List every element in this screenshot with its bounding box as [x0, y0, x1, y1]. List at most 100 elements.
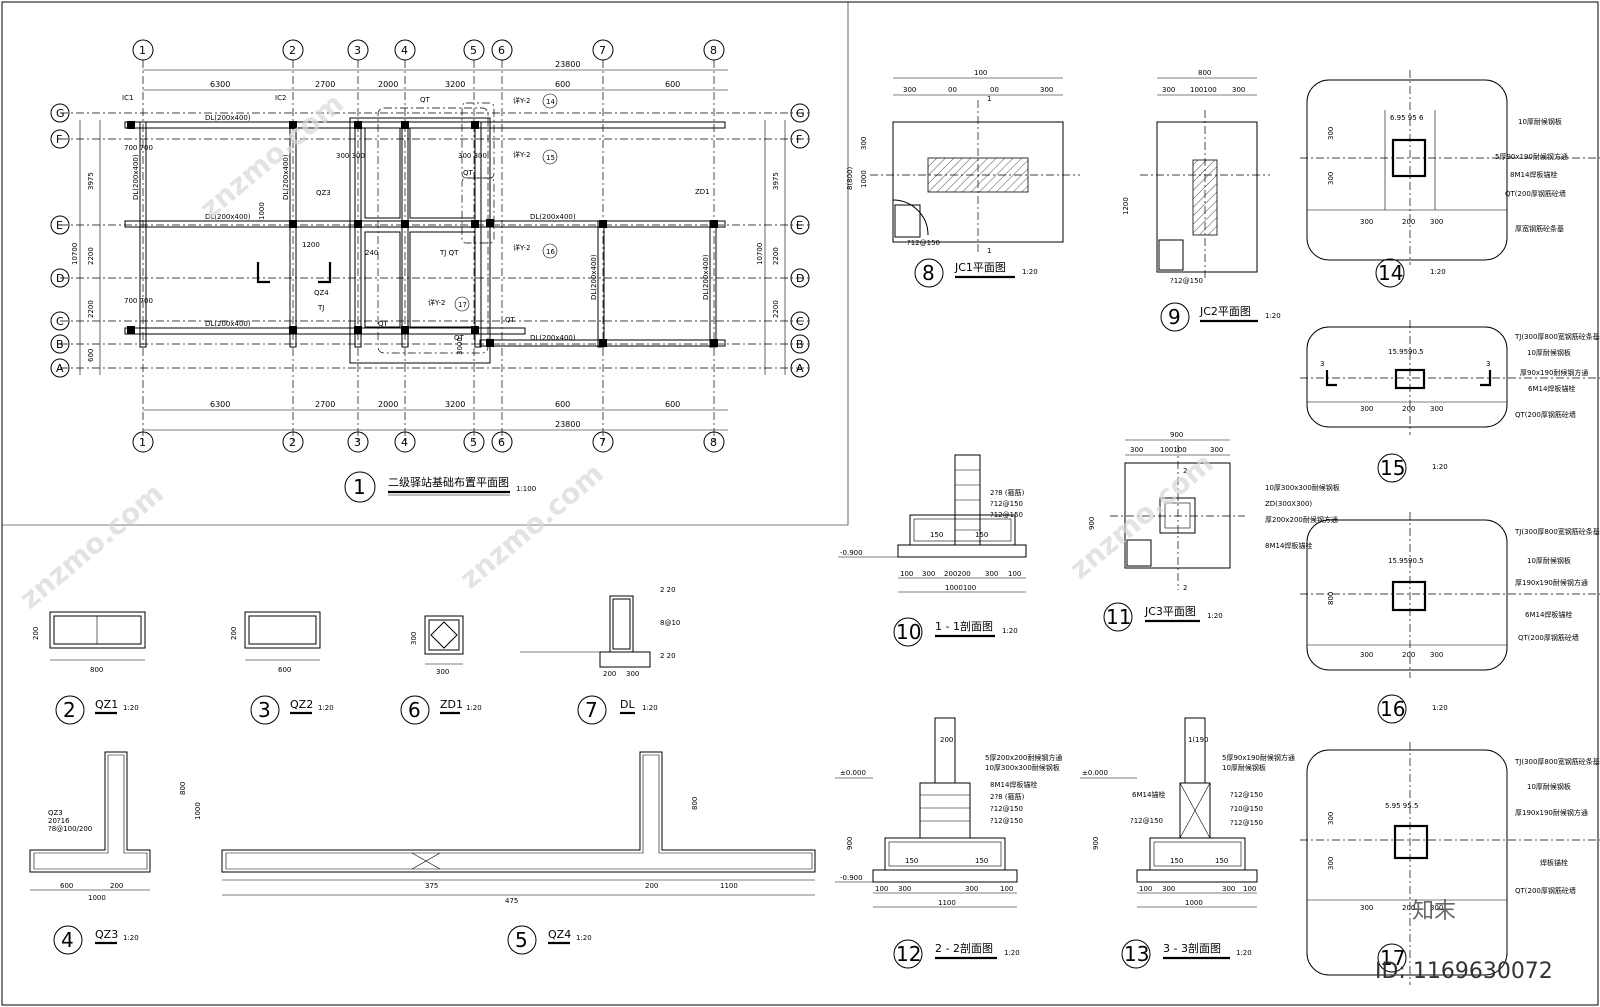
plan-label-dl-1: DL(200x400) [205, 114, 251, 122]
grid-axis-bubble [132, 39, 154, 61]
plan-frame-divider [2, 2, 849, 526]
s22-number: 12 [896, 942, 921, 966]
grid-axis-bubble [592, 431, 614, 453]
jc2-number: 9 [1168, 305, 1181, 329]
plan-axis-label-y: B [796, 338, 804, 351]
d17-note-4: 焊板锚栓 [1540, 858, 1568, 867]
plan-callout-17-num: 17 [458, 301, 467, 309]
plan-axis-label-x: 8 [710, 44, 717, 57]
d14-note-5: 厚宽钢筋砼条基 [1515, 224, 1564, 233]
s33-note-7: ?12@150 [1230, 819, 1263, 827]
s22-dim-total: 1100 [938, 899, 956, 907]
plan-axis-label-y: F [56, 133, 62, 146]
d14-note-2: 5厚90x190耐候钢方通 [1495, 152, 1568, 161]
jc2-dim-top: 800 [1198, 69, 1211, 77]
detail-17: 300 200 300 5.95 95.5 300 300 TJ(300厚800… [1300, 742, 1600, 985]
s33-150-left: 150 [1170, 857, 1183, 865]
jc3-note-4: 8M14焊板锚栓 [1265, 541, 1312, 550]
d15-scale: 1:20 [1432, 463, 1448, 471]
qz3-note-2: 20?16 [48, 817, 70, 825]
plan-column [471, 220, 479, 228]
plan-label-dl-5: DL(200x400) [530, 334, 576, 342]
detail-jc2: 800 300 100100 300 1200 ?12@150 9 JC2平面图… [1122, 69, 1281, 332]
qz2-name: QZ2 [290, 698, 313, 711]
plan-label-dl-9: DL(200x400) [702, 254, 710, 300]
plan-column [289, 220, 297, 228]
plan-axis-label-x: 6 [498, 436, 505, 449]
watermark-site-1: znzmo.com [13, 477, 169, 616]
plan-dim-top-5: 600 [555, 80, 570, 89]
plan-label-ic2: IC2 [275, 94, 286, 102]
plan-callout-y14: 详Y-2 [513, 96, 530, 105]
grid-axis-bubble [592, 39, 614, 61]
plan-callout-y15: 详Y-2 [513, 150, 530, 159]
plan-axis-label-x: 8 [710, 436, 717, 449]
dl-name: DL [620, 698, 635, 711]
plan-column [401, 220, 409, 228]
dl-note-bottom: 2 20 [660, 652, 676, 660]
d15-note-3: 厚90x190耐候钢方通 [1520, 368, 1588, 377]
d17-note-3: 厚190x190耐候钢方通 [1515, 808, 1588, 817]
d14-dim-top: 6.95 95 6 [1390, 114, 1424, 122]
grid-axis-bubble [703, 39, 725, 61]
s33-note-4: ?12@150 [1230, 791, 1263, 799]
jc1-dim-1: 300 [903, 86, 916, 94]
qz4-dim-2: 200 [645, 882, 658, 890]
s33-dim-3: 300 [1222, 885, 1235, 893]
grid-axis-bubble [463, 431, 485, 453]
s22-note-2: 10厚300x300耐候钢板 [985, 763, 1060, 772]
plan-column [599, 220, 607, 228]
qz4-dim-total: 475 [505, 897, 518, 905]
jc3-note-1: 10厚300x300耐候钢板 [1265, 483, 1340, 492]
plan-axis-label-x: 7 [599, 44, 606, 57]
d16-dim-2: 200 [1402, 651, 1415, 659]
detail-jc1: 100 300 00 00 300 300 1000 8(800) ?12@15… [846, 69, 1080, 288]
plan-column [486, 339, 494, 347]
grid-axis-bubble [790, 311, 810, 331]
plan-axis-label-y: D [796, 272, 804, 285]
d14-dim-side-2: 300 [1327, 172, 1335, 185]
detail-qz3: 600 200 1000 800 1000 QZ3 20?16 ?8@100/2… [29, 751, 202, 955]
qz3-number: 4 [61, 928, 74, 952]
qz3-note-3: ?8@100/200 [48, 825, 92, 833]
d17-dim-2: 200 [1402, 904, 1415, 912]
qz2-scale: 1:20 [318, 704, 334, 712]
s33-note-6: ?10@150 [1230, 805, 1263, 813]
jc1-dim-3: 00 [990, 86, 999, 94]
plan-label-dl-4: DL(200x400) [530, 213, 576, 221]
plan-axis-label-x: 3 [354, 44, 361, 57]
s33-dim-height: 900 [1092, 837, 1100, 850]
d14-dim-2: 200 [1402, 218, 1415, 226]
plan-axis-label-x: 5 [470, 436, 477, 449]
d17-number: 17 [1380, 946, 1405, 970]
s33-scale: 1:20 [1236, 949, 1252, 957]
qz3-dim-1000: 1000 [194, 802, 202, 820]
plan-dim-top-2: 2700 [315, 80, 335, 89]
plan-label-qt-3: QT [378, 320, 389, 328]
s11-note-1: 2?8 (箍筋) [990, 488, 1025, 497]
s22-elev-top: ±0.000 [840, 769, 866, 777]
jc3-name: JC3平面图 [1144, 605, 1196, 618]
detail-qz1: 800 200 2 QZ1 1:20 [32, 611, 146, 725]
plan-dim-bot-3: 2000 [378, 400, 398, 409]
plan-dim-bot-5: 600 [555, 400, 570, 409]
zd1-name: ZD1 [440, 698, 463, 711]
plan-label-300-1: 300 300 [336, 152, 365, 160]
plan-label-3000: 3000 [456, 337, 464, 355]
s22-note-5: ?12@150 [990, 805, 1023, 813]
s33-note-3: 6M14锚栓 [1132, 790, 1165, 799]
plan-label-ic1: IC1 [122, 94, 133, 102]
plan-callout-16-num: 16 [546, 248, 555, 256]
detail-section-1-1: -0.900 2?8 (箍筋) ?12@150 ?12@150 150 150 … [838, 454, 1027, 647]
d17-dim-side-1: 300 [1327, 812, 1335, 825]
d15-note-1: TJ(300厚800宽钢筋砼条基 [1514, 332, 1600, 341]
detail-qz4: 375 200 1100 475 800 5 QZ4 1:20 [221, 751, 816, 955]
s33-note-5: ?12@150 [1130, 817, 1163, 825]
plan-axis-label-y: E [796, 219, 803, 232]
plan-label-dl-8: DL(200x400) [590, 254, 598, 300]
plan-axis-label-x: 4 [401, 436, 408, 449]
grid-axis-bubble [282, 39, 304, 61]
plan-axis-label-x: 1 [139, 436, 146, 449]
grid-axis-bubble [491, 39, 513, 61]
zd1-dim-width: 300 [436, 668, 449, 676]
